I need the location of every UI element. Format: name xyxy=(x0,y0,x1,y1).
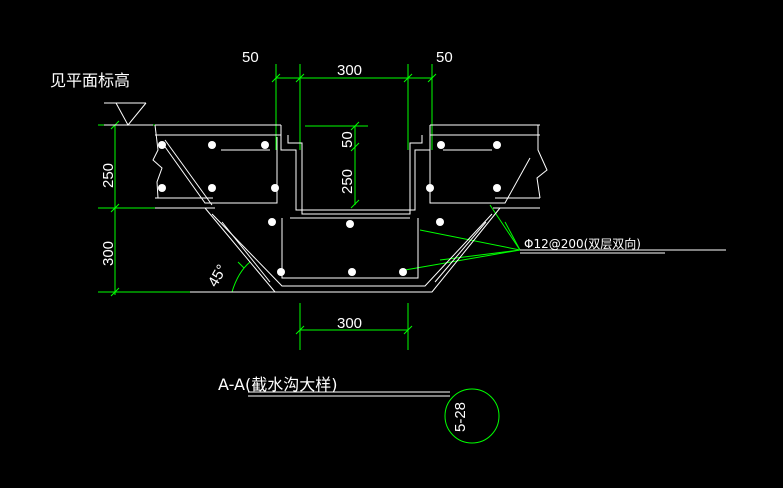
elevation-note: 见平面标高 xyxy=(50,71,130,90)
rebar-dots xyxy=(158,141,501,276)
dim-top-left-offset: 50 xyxy=(242,49,259,66)
dim-top-width: 300 xyxy=(337,62,362,79)
dim-slab-thickness: 250 xyxy=(100,163,117,188)
dim-top-right-offset: 50 xyxy=(436,49,453,66)
dim-inner-depth: 250 xyxy=(339,169,356,194)
dim-inner-offset: 50 xyxy=(339,131,356,148)
rebar-note: Φ12@200(双层双向) xyxy=(524,236,641,251)
dim-bottom-width: 300 xyxy=(337,315,362,332)
structure-outline xyxy=(104,102,726,444)
detail-badge: 5-28 xyxy=(452,402,469,432)
angle-label: 45° xyxy=(205,262,231,290)
dimension-lines xyxy=(98,64,521,350)
dim-lower-depth: 300 xyxy=(100,241,117,266)
section-title: A-A(截水沟大样) xyxy=(218,375,337,394)
